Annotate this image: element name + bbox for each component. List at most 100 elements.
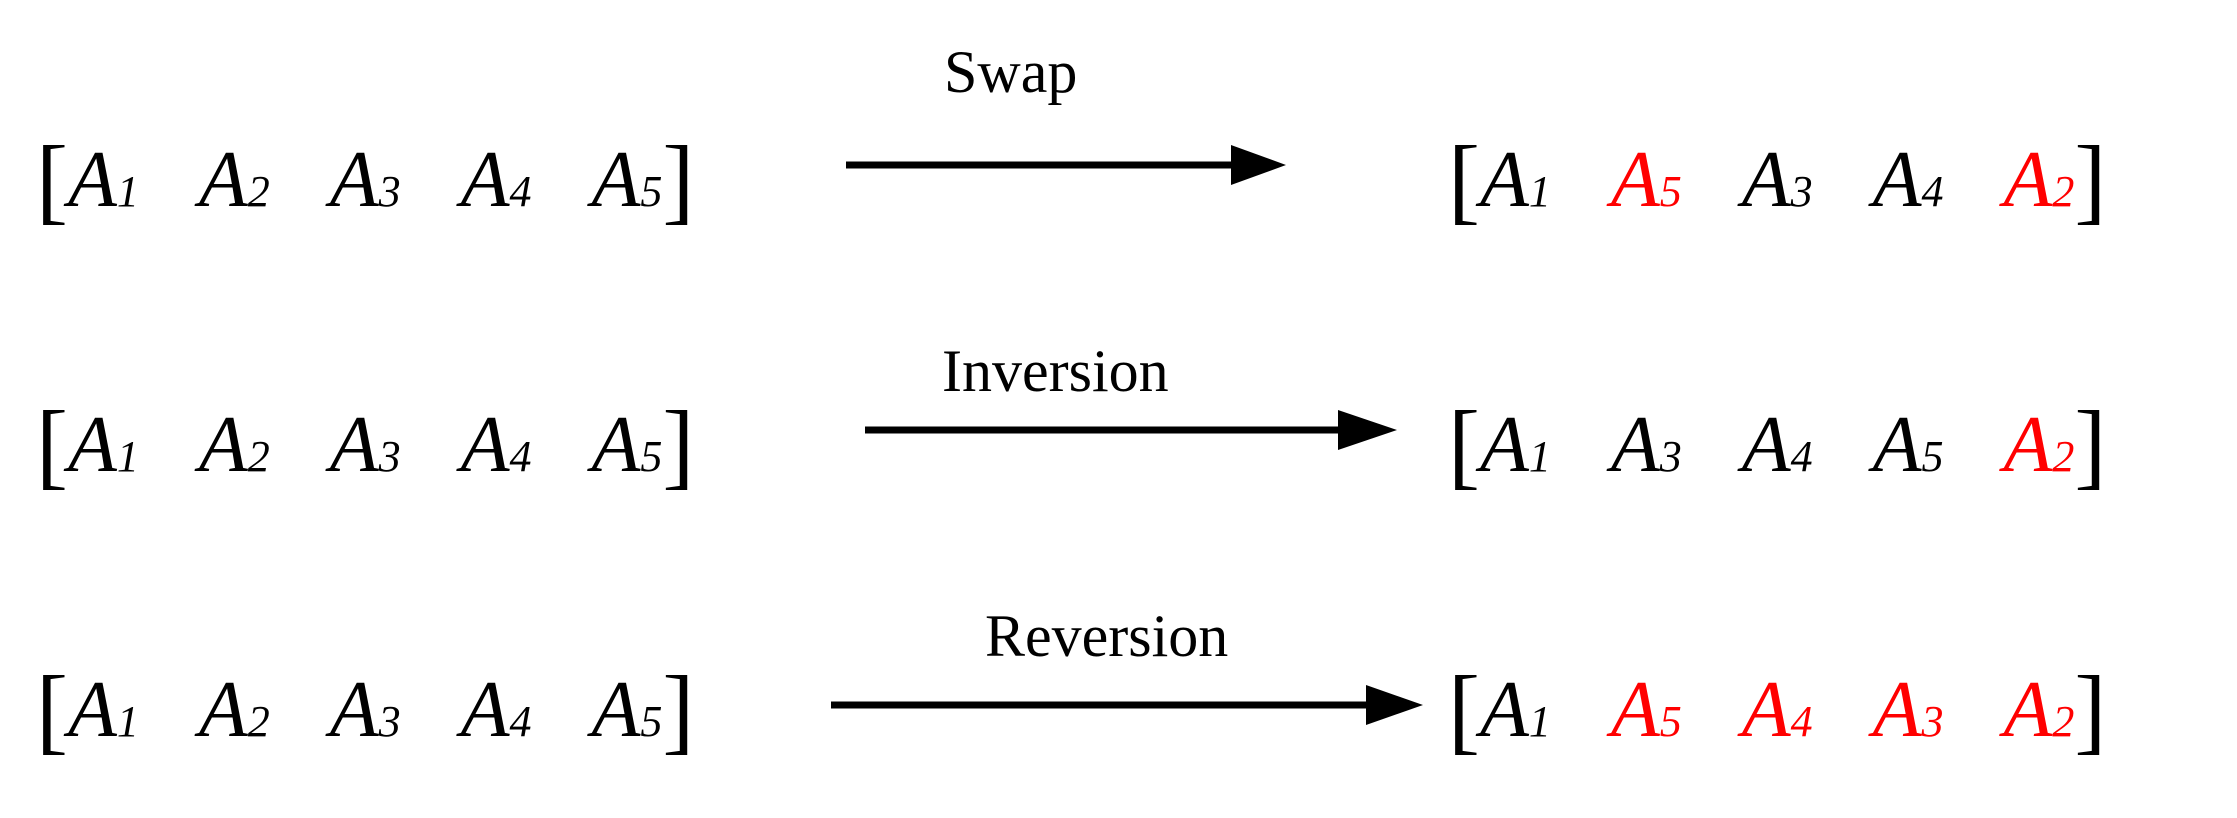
gene-letter: A [591, 401, 641, 489]
gene-subscript: 2 [247, 432, 270, 481]
gene-letter: A [2003, 666, 2053, 754]
gene-subscript: 3 [378, 432, 401, 481]
gene-subscript: 4 [509, 167, 532, 216]
gene-subscript: 3 [1659, 432, 1682, 481]
gene-letter: A [2003, 401, 2053, 489]
gene-letter: A [460, 136, 510, 224]
gene-subscript: 2 [2052, 167, 2075, 216]
gene-subscript: 4 [509, 697, 532, 746]
gene-letter: A [329, 666, 379, 754]
arrow-right-icon [865, 410, 1397, 450]
gene-letter: A [1610, 136, 1660, 224]
gene-letter: A [1479, 401, 1529, 489]
gene-subscript: 2 [2052, 697, 2075, 746]
arrow-right-icon [831, 685, 1423, 725]
gene-subscript: 4 [509, 432, 532, 481]
open-bracket: [ [36, 126, 68, 233]
gene-letter: A [1872, 401, 1922, 489]
gene-subscript: 4 [1790, 697, 1813, 746]
close-bracket: ] [2074, 126, 2107, 233]
gene-letter: A [1479, 136, 1529, 224]
gene-letter: A [67, 136, 117, 224]
open-bracket: [ [36, 391, 68, 498]
gene-letter: A [591, 136, 641, 224]
gene-letter: A [2003, 136, 2053, 224]
gene-letter: A [67, 401, 117, 489]
gene-letter: A [1741, 666, 1791, 754]
close-bracket: ] [662, 656, 695, 763]
gene-subscript: 1 [116, 432, 139, 481]
gene-letter: A [1872, 136, 1922, 224]
gene-letter: A [1479, 666, 1529, 754]
gene-letter: A [1610, 401, 1660, 489]
gene-letter: A [67, 666, 117, 754]
gene-letter: A [198, 401, 248, 489]
gene-subscript: 4 [1921, 167, 1944, 216]
close-bracket: ] [2074, 656, 2107, 763]
gene-subscript: 5 [640, 697, 663, 746]
close-bracket: ] [662, 391, 695, 498]
close-bracket: ] [2074, 391, 2107, 498]
gene-letter: A [460, 401, 510, 489]
operation-label: Reversion [985, 603, 1229, 669]
gene-subscript: 5 [1659, 167, 1682, 216]
gene-subscript: 5 [640, 167, 663, 216]
gene-letter: A [198, 136, 248, 224]
gene-letter: A [591, 666, 641, 754]
gene-subscript: 4 [1790, 432, 1813, 481]
gene-letter: A [329, 401, 379, 489]
gene-subscript: 2 [247, 167, 270, 216]
gene-subscript: 3 [1921, 697, 1944, 746]
gene-letter: A [1610, 666, 1660, 754]
gene-letter: A [1872, 666, 1922, 754]
gene-subscript: 2 [247, 697, 270, 746]
gene-subscript: 1 [1528, 167, 1551, 216]
close-bracket: ] [662, 126, 695, 233]
gene-subscript: 5 [1659, 697, 1682, 746]
operation-label: Inversion [942, 338, 1169, 404]
operation-label: Swap [944, 39, 1078, 105]
gene-letter: A [329, 136, 379, 224]
open-bracket: [ [36, 656, 68, 763]
gene-letter: A [198, 666, 248, 754]
open-bracket: [ [1448, 391, 1480, 498]
gene-subscript: 3 [378, 167, 401, 216]
gene-subscript: 3 [1790, 167, 1813, 216]
gene-subscript: 5 [1921, 432, 1944, 481]
arrow-right-icon [846, 145, 1286, 185]
gene-subscript: 1 [116, 697, 139, 746]
